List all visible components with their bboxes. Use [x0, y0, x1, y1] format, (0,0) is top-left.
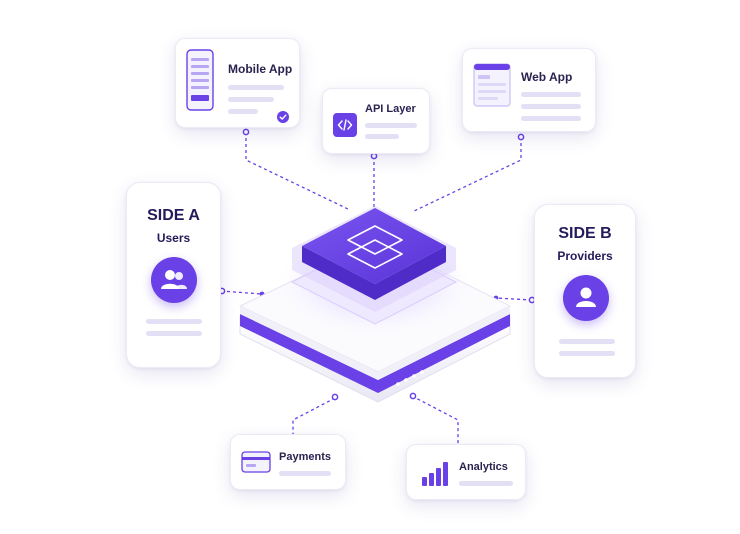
browser-icon: [473, 63, 511, 107]
mobile-app-line: [228, 109, 258, 114]
status-light: [396, 382, 400, 386]
platform-top: [302, 208, 446, 284]
card-icon: [241, 451, 271, 473]
analytics-line: [459, 481, 513, 486]
side-a-line: [146, 319, 202, 324]
web-app-line: [521, 116, 581, 121]
users-icon: [161, 270, 187, 289]
status-light: [404, 378, 408, 382]
connector-side-a: [220, 290, 263, 295]
side-a-line: [146, 331, 202, 336]
check-icon: [277, 111, 289, 123]
node-web: [517, 133, 525, 141]
side-b-line: [559, 351, 615, 356]
web-app-card[interactable]: Web App: [462, 48, 596, 132]
api-layer-card[interactable]: API Layer: [322, 88, 430, 154]
side-a-card[interactable]: SIDE A Users: [126, 182, 221, 368]
mobile-app-title: Mobile App: [228, 62, 293, 76]
bar-chart-icon: [422, 462, 448, 486]
connector-mobile: [245, 132, 351, 211]
api-layer-title: API Layer: [365, 103, 416, 115]
side-b-card[interactable]: SIDE B Providers: [534, 204, 636, 378]
analytics-card[interactable]: Analytics: [406, 444, 526, 500]
phone-icon: [186, 49, 214, 111]
analytics-title: Analytics: [459, 461, 508, 473]
connector-web: [411, 137, 522, 213]
side-b-avatar: [563, 275, 609, 321]
status-light: [420, 370, 424, 374]
side-b-title: SIDE B: [558, 225, 612, 242]
mobile-app-line: [228, 85, 284, 90]
side-b-subtitle: Providers: [557, 249, 613, 263]
node-analytics: [409, 392, 417, 400]
api-layer-line: [365, 123, 417, 128]
side-a-title: SIDE A: [147, 207, 200, 224]
user-icon: [576, 287, 596, 307]
side-a-avatar: [151, 257, 197, 303]
web-app-title: Web App: [521, 70, 573, 84]
node-payments: [331, 393, 339, 401]
node-mobile: [242, 128, 250, 136]
side-b-line: [559, 339, 615, 344]
code-icon: [333, 113, 357, 137]
web-app-line: [521, 104, 581, 109]
connector-analytics: [411, 395, 459, 444]
layers-icon: [347, 225, 403, 269]
side-a-subtitle: Users: [156, 231, 191, 245]
mobile-app-line: [228, 97, 274, 102]
web-app-line: [521, 92, 581, 97]
status-light: [412, 374, 416, 378]
api-layer-line: [365, 134, 399, 139]
connector-side-b: [495, 297, 533, 301]
mobile-app-card[interactable]: Mobile App: [175, 38, 300, 128]
payments-title: Payments: [279, 451, 331, 463]
payments-line: [279, 471, 331, 476]
payments-card[interactable]: Payments: [230, 434, 346, 490]
